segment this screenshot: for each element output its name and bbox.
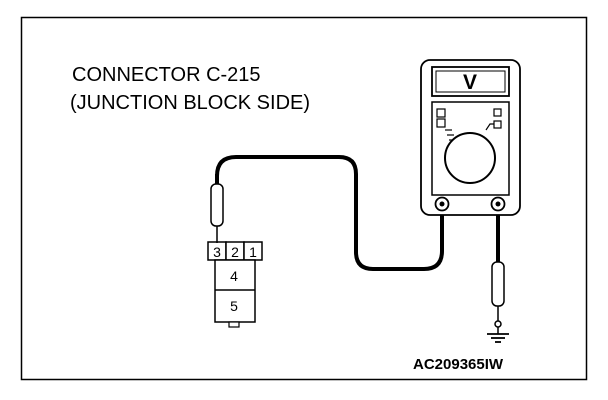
rotary-dial bbox=[444, 132, 496, 184]
pin-label-1: 1 bbox=[249, 244, 257, 260]
ground-probe bbox=[491, 261, 505, 328]
multimeter-display bbox=[431, 66, 510, 97]
connector-c215: 3 2 1 4 5 bbox=[207, 241, 263, 328]
switch-icon bbox=[493, 120, 502, 129]
positive-lead-wire bbox=[215, 155, 444, 271]
connector-title-line1: CONNECTOR C-215 bbox=[72, 64, 261, 86]
diagram-frame bbox=[20, 16, 588, 381]
switch-icon bbox=[436, 108, 446, 118]
voltage-mode-symbol: V bbox=[463, 71, 477, 94]
switch-icon bbox=[436, 118, 446, 128]
multimeter: V bbox=[420, 59, 521, 216]
connector-bottom-tab bbox=[228, 321, 240, 328]
pin-label-2: 2 bbox=[231, 244, 239, 260]
connector-title-line2: (JUNCTION BLOCK SIDE) bbox=[70, 92, 310, 114]
ground-icon bbox=[487, 327, 509, 343]
switch-icon bbox=[493, 108, 502, 117]
pin-label-5: 5 bbox=[230, 298, 238, 314]
pin-label-3: 3 bbox=[213, 244, 221, 260]
positive-probe bbox=[210, 174, 224, 243]
connector-lower-body bbox=[214, 259, 256, 323]
volt-jack-icon bbox=[490, 196, 506, 212]
com-jack-icon bbox=[434, 196, 450, 212]
function-panel bbox=[431, 101, 510, 196]
figure-code: AC209365IW bbox=[413, 356, 504, 373]
pin-label-4: 4 bbox=[230, 268, 238, 284]
